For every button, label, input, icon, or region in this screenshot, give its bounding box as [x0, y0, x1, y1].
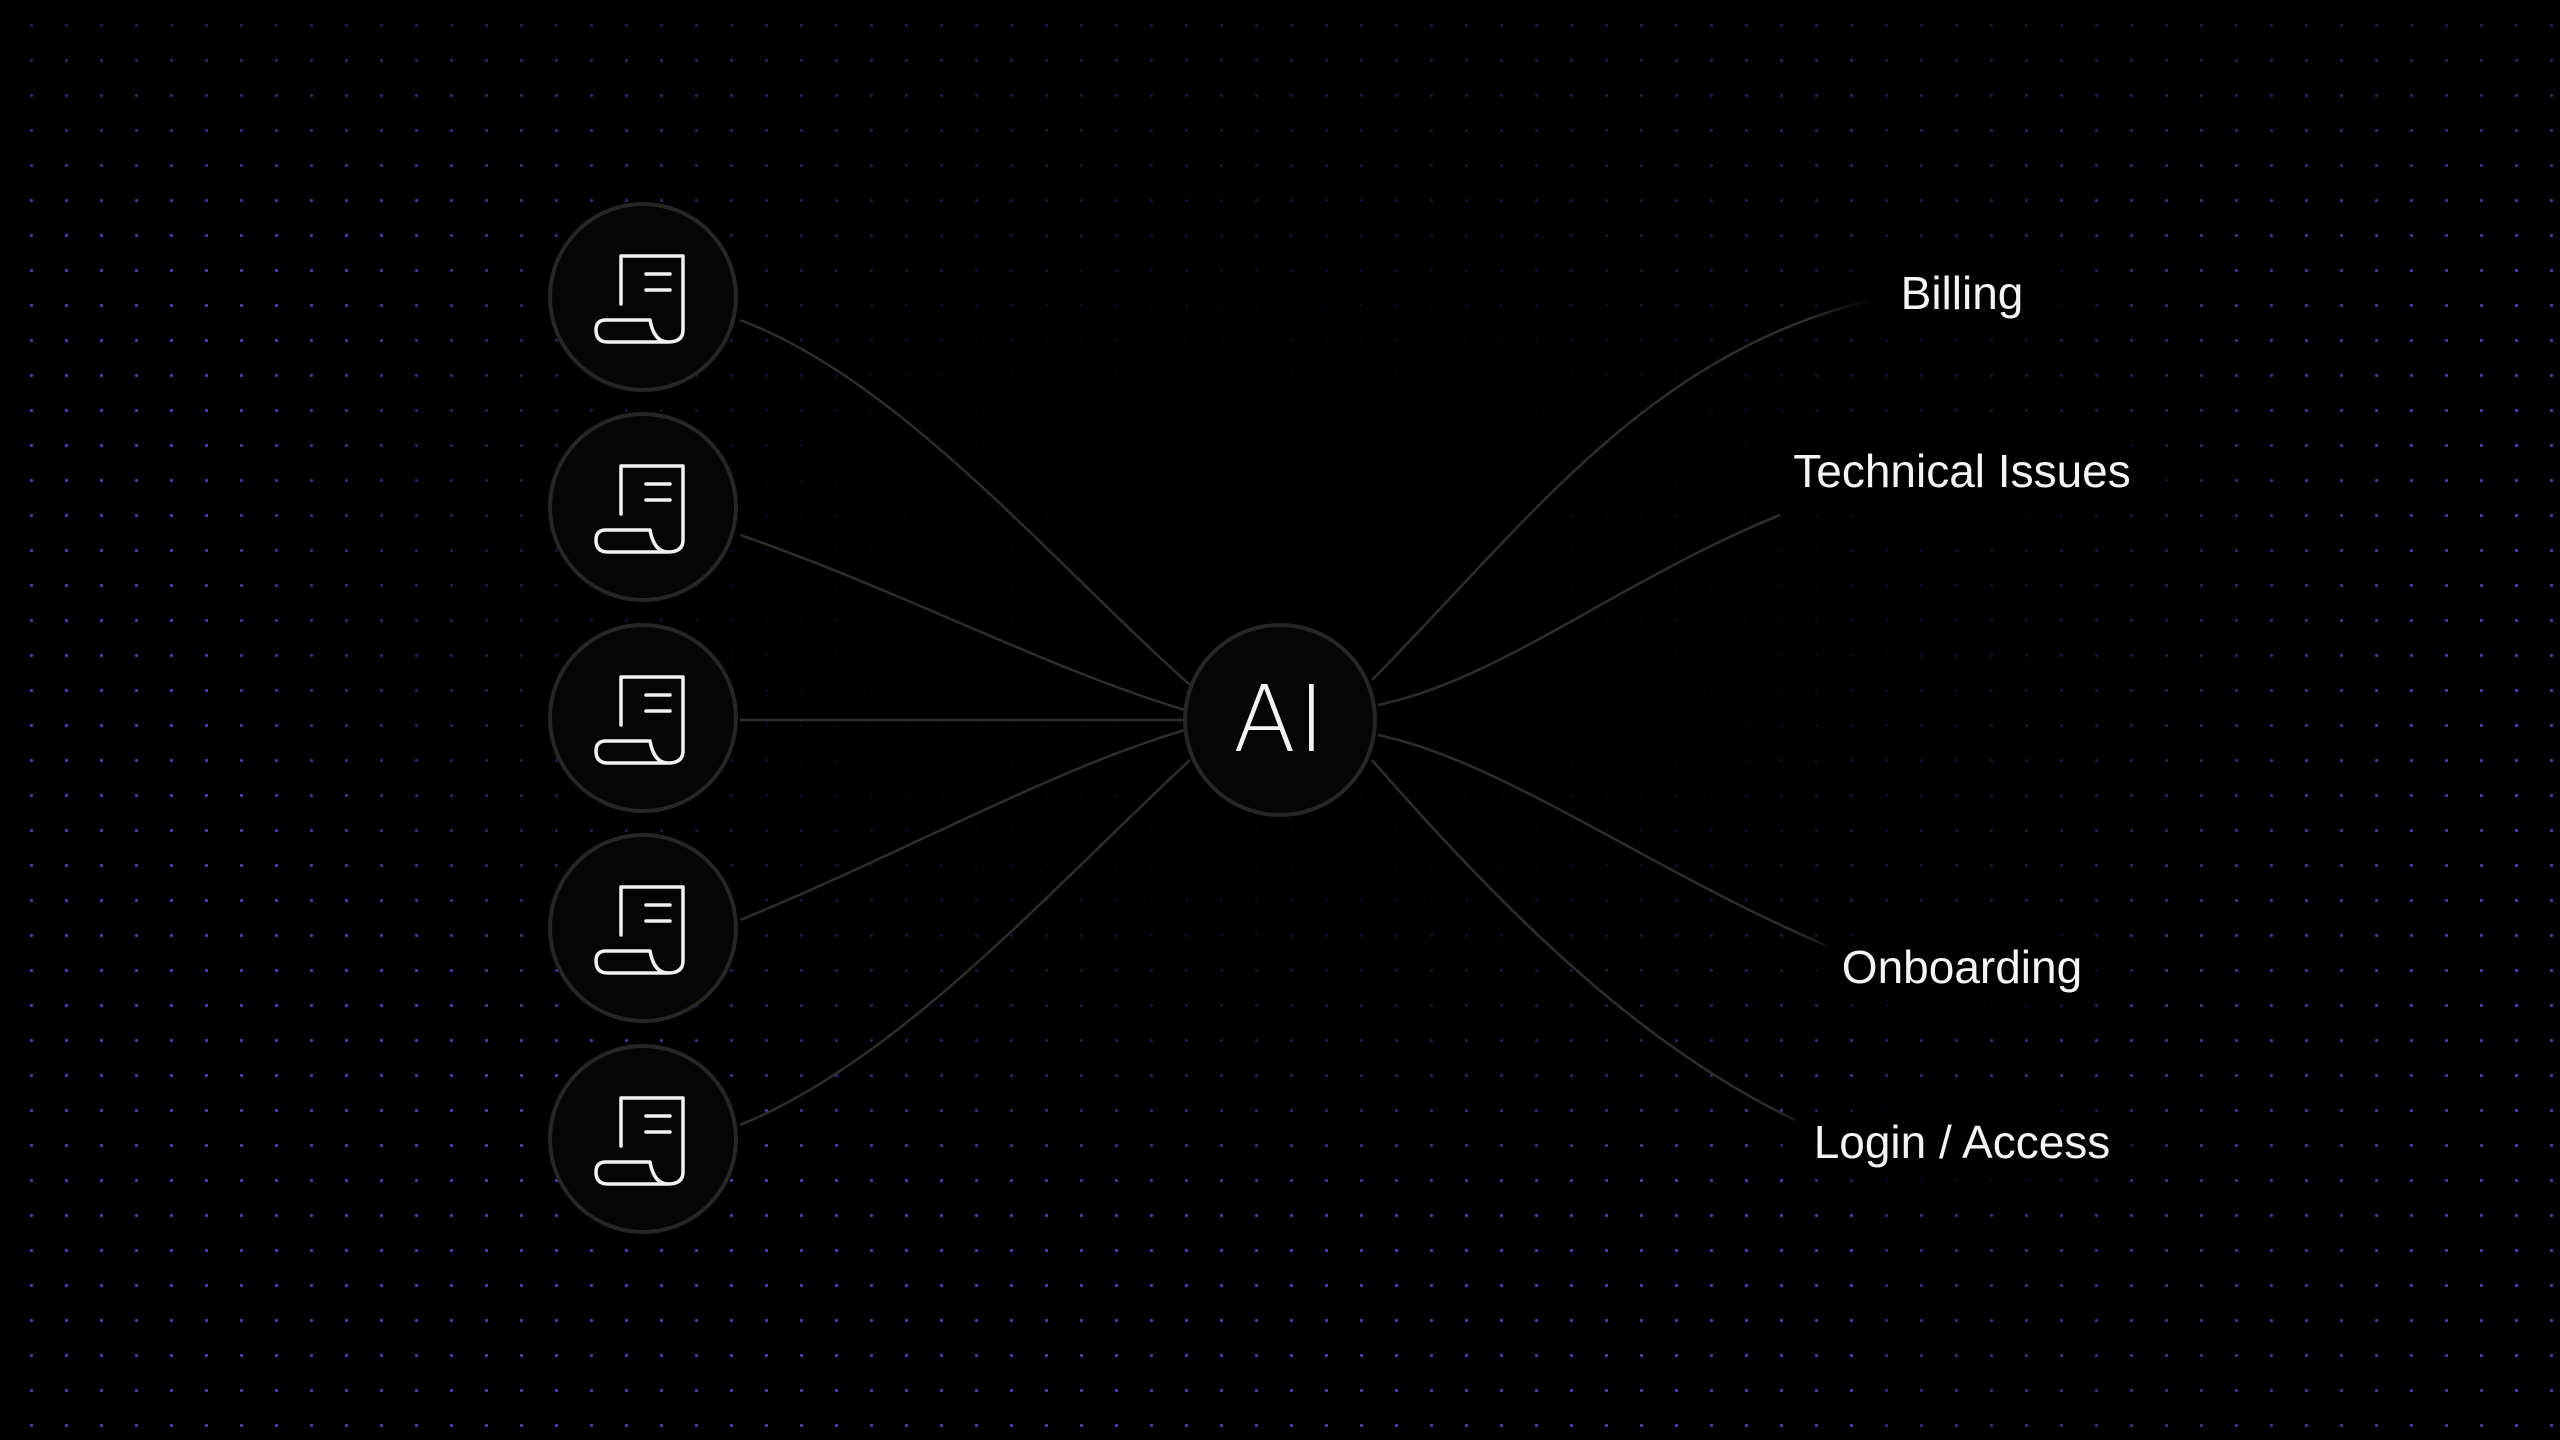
input-document-node-1: [548, 202, 738, 392]
input-document-node-3: [548, 623, 738, 813]
input-document-node-5: [548, 1044, 738, 1234]
document-scroll-icon: [588, 450, 698, 565]
output-link-billing: [1371, 296, 1881, 681]
category-label-billing: Billing: [1900, 267, 2024, 319]
category-label-onboarding: Onboarding: [1841, 941, 2083, 993]
output-link-technical: [1377, 513, 1781, 707]
input-link-2: [739, 533, 1186, 712]
input-document-node-2: [548, 412, 738, 602]
category-halo: [1722, 412, 2202, 532]
document-scroll-icon: [588, 871, 698, 986]
category-label-login-access: Login / Access: [1813, 1116, 2111, 1168]
category-halo: [1772, 908, 2152, 1028]
ai-node-label: AI: [1232, 666, 1328, 773]
category-halo: [1747, 1083, 2177, 1203]
document-scroll-icon: [588, 661, 698, 776]
category-halo: [1802, 239, 2122, 349]
input-link-4: [739, 728, 1186, 922]
input-link-5: [739, 759, 1191, 1127]
input-document-node-4: [548, 833, 738, 1023]
category-label-technical-issues: Technical Issues: [1793, 445, 2131, 497]
document-scroll-icon: [588, 1082, 698, 1197]
document-scroll-icon: [588, 240, 698, 355]
output-link-login: [1371, 759, 1796, 1122]
output-link-onboarding: [1377, 733, 1826, 947]
ai-hub-node: AI: [1183, 623, 1377, 817]
input-link-1: [739, 318, 1191, 686]
